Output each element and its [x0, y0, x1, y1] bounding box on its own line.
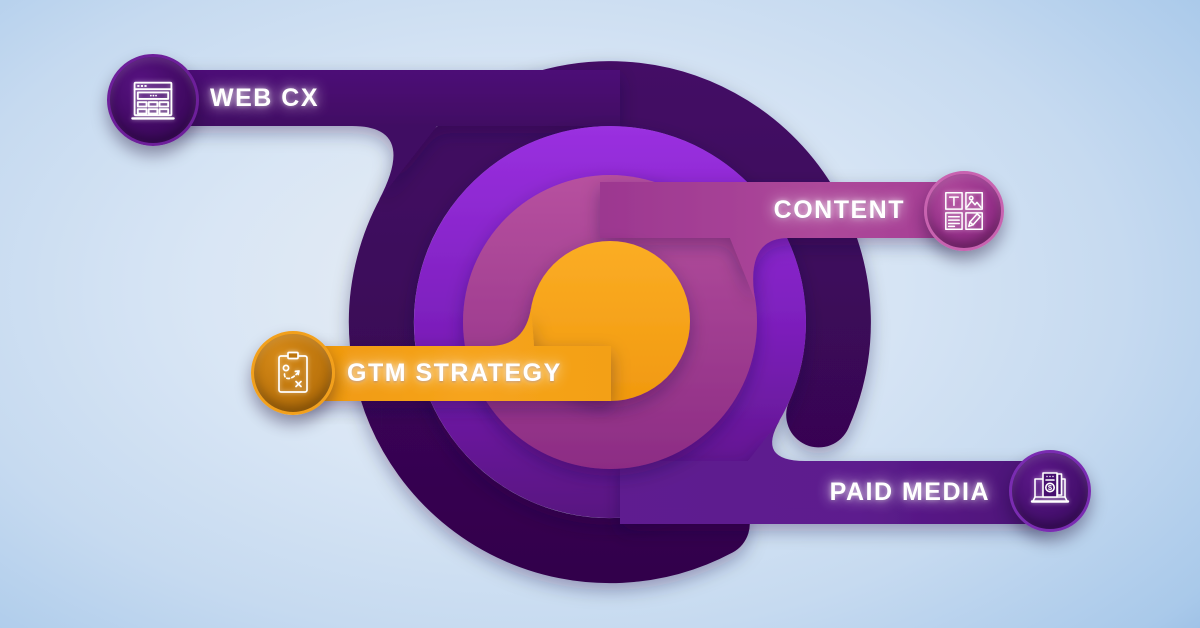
content-bar	[600, 182, 964, 300]
content-label: CONTENT	[773, 196, 905, 224]
web-cx-badge	[107, 54, 199, 146]
text-image-editor-grid-icon	[945, 192, 983, 230]
gtm-strategy-bar	[293, 308, 611, 401]
svg-text:$: $	[1048, 483, 1053, 492]
paid-media-bar	[620, 420, 1050, 524]
strategy-clipboard-icon	[278, 351, 308, 393]
browser-wireframe-icon	[131, 81, 175, 120]
paid-media-label: PAID MEDIA	[829, 478, 990, 506]
content-badge	[924, 171, 1004, 251]
web-cx-bar	[153, 70, 620, 200]
laptop-invoice-icon: $	[1030, 472, 1070, 503]
gtm-strategy-badge	[251, 331, 335, 415]
paid-media-badge: $	[1009, 450, 1091, 532]
gtm-strategy-label: GTM STRATEGY	[347, 359, 562, 387]
web-cx-label: WEB CX	[210, 84, 319, 112]
